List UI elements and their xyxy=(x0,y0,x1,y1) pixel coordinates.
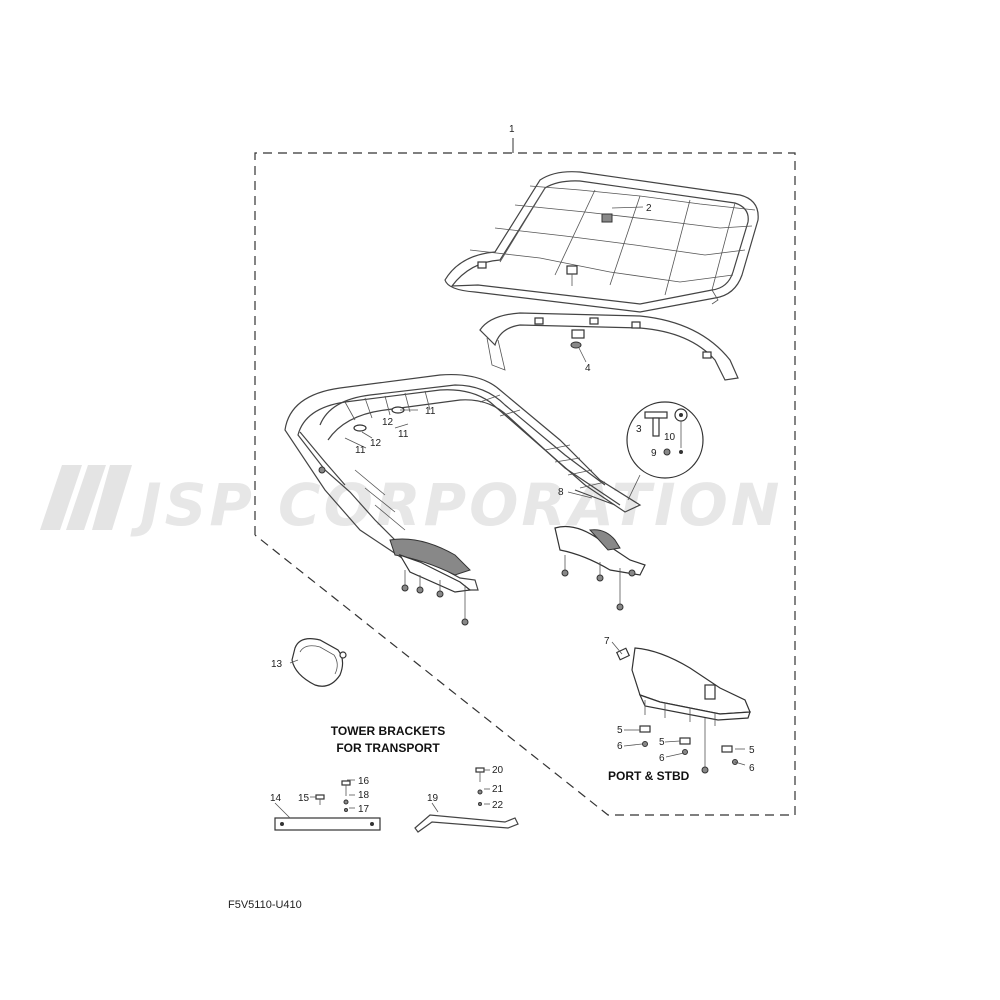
callout-label: 3 xyxy=(636,424,642,435)
callout-label: 15 xyxy=(298,793,310,804)
callout-label: 17 xyxy=(358,804,370,815)
callout-label: 6 xyxy=(617,741,623,752)
callout-label: 8 xyxy=(558,487,564,498)
part-code: F5V5110-U410 xyxy=(228,899,302,911)
callout-label: 6 xyxy=(659,753,665,764)
callout-label: 6 xyxy=(749,763,755,774)
watermark: JSP CORPORATION xyxy=(40,465,782,539)
callout-label: 5 xyxy=(659,737,665,748)
callout-label: 13 xyxy=(271,659,283,670)
callout-label: 14 xyxy=(270,793,282,804)
callout-label: 7 xyxy=(604,636,610,647)
assembly-boundary xyxy=(254,152,796,816)
tower-arch xyxy=(284,373,642,626)
transport-caption-line1: TOWER BRACKETS xyxy=(331,724,445,738)
watermark-text: JSP CORPORATION xyxy=(130,471,782,539)
callout-label: 12 xyxy=(370,438,382,449)
bimini-top-frame xyxy=(444,171,759,313)
callout-label: 5 xyxy=(617,725,623,736)
callout-label: 22 xyxy=(492,800,504,811)
mirror xyxy=(291,638,347,687)
leader-lines xyxy=(274,206,746,819)
callout-label: 11 xyxy=(355,445,366,456)
callout-label: 20 xyxy=(492,765,504,776)
port-stbd-caption: PORT & STBD xyxy=(608,769,690,783)
base-bracket-right xyxy=(554,489,646,611)
callout-label: 10 xyxy=(664,432,676,443)
callouts: 1 2 3 4 5 5 5 6 6 6 7 8 9 10 11 11 11 11… xyxy=(270,124,755,815)
jsp-logo-icon xyxy=(40,465,132,530)
transport-brackets xyxy=(274,767,519,833)
callout-label: 11 xyxy=(425,406,436,417)
detail-circle xyxy=(626,401,704,501)
callout-label: 16 xyxy=(358,776,370,787)
base-plate-port-stbd xyxy=(615,647,751,774)
callout-label: 21 xyxy=(492,784,504,795)
callout-label: 11 xyxy=(398,429,409,440)
callout-label: 18 xyxy=(358,790,370,801)
callout-label: 1 xyxy=(509,124,515,135)
callout-label: 19 xyxy=(427,793,439,804)
callout-label: 5 xyxy=(749,745,755,756)
callout-label: 9 xyxy=(651,448,657,459)
transport-caption-line2: FOR TRANSPORT xyxy=(336,741,440,755)
upper-support-arch xyxy=(479,312,739,381)
callout-label: 4 xyxy=(585,363,591,374)
callout-label: 2 xyxy=(646,203,652,214)
callout-label: 12 xyxy=(382,417,394,428)
